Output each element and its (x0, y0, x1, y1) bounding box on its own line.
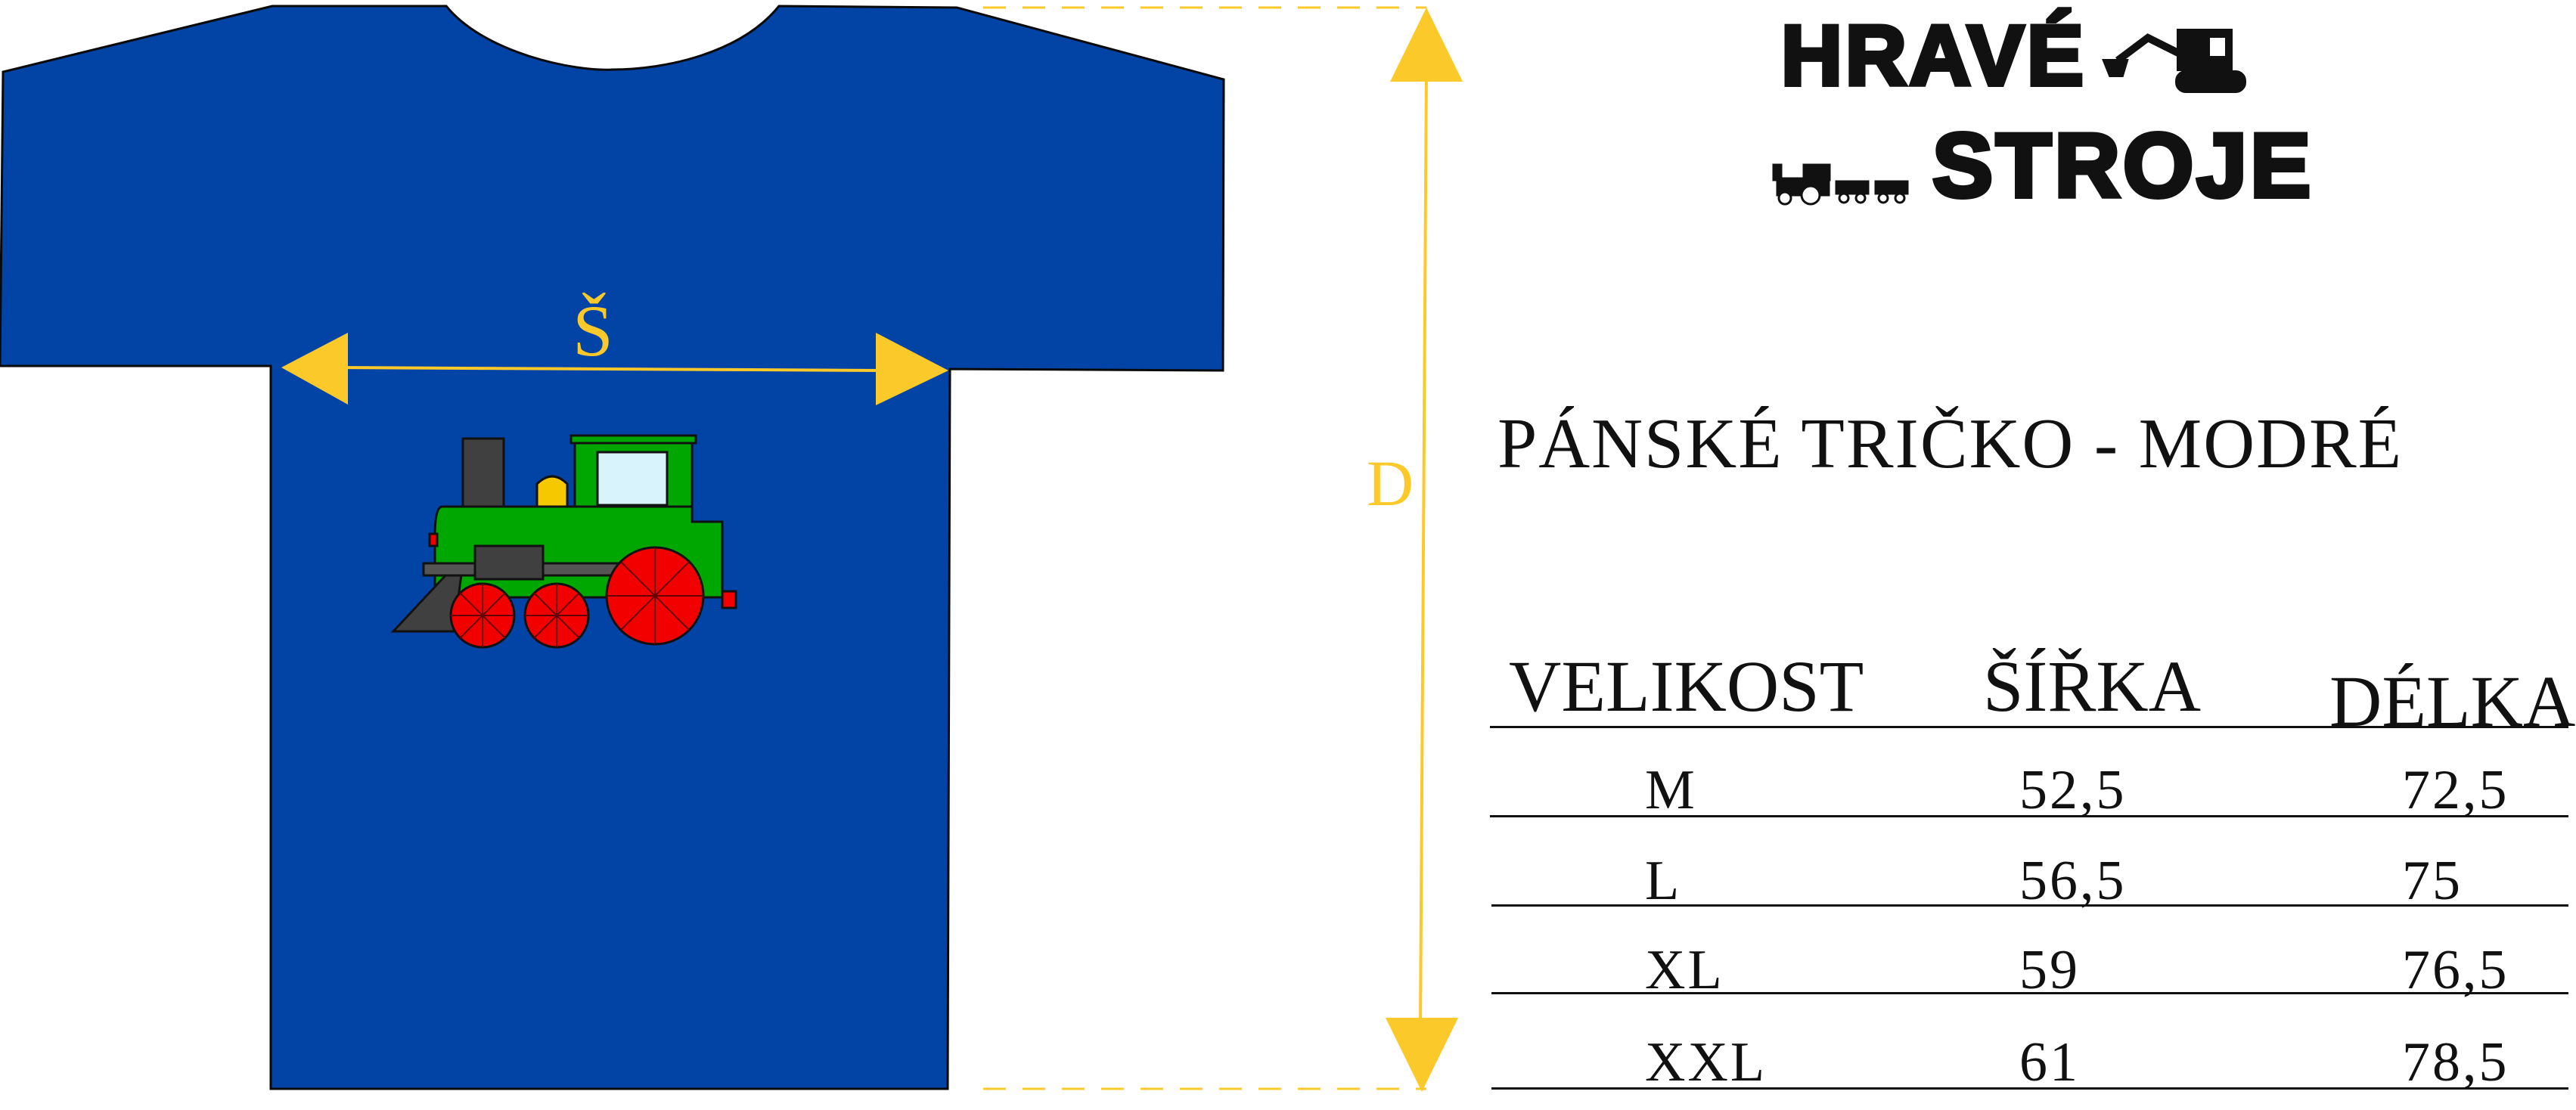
excavator-icon (2102, 29, 2246, 93)
width-value: 59 (2019, 939, 2080, 1001)
table-row: XXL 61 78,5 (1490, 1034, 2576, 1110)
size-value: L (1645, 850, 1682, 912)
length-label: D (1367, 447, 1414, 519)
header-rule (1490, 726, 2568, 728)
brand-line-2: STROJE (1932, 115, 2314, 216)
header-size: VELIKOST (1509, 646, 1864, 727)
locomotive-print (390, 434, 737, 649)
train-icon (1772, 163, 1909, 206)
width-value: 61 (2019, 1031, 2080, 1093)
row-rule (1491, 1087, 2568, 1090)
length-value: 76,5 (2402, 939, 2509, 1001)
length-value: 75 (2402, 850, 2463, 912)
table-row: L 56,5 75 (1490, 853, 2576, 929)
product-title: PÁNSKÉ TRIČKO - MODRÉ (1497, 405, 2404, 483)
brand-line-1: HRAVÉ (1781, 8, 2087, 103)
width-label: Š (573, 290, 613, 371)
row-rule (1490, 815, 2568, 817)
length-measure-arrow (983, 6, 1463, 1092)
length-value: 78,5 (2402, 1031, 2509, 1093)
table-row: M 52,5 72,5 (1490, 762, 2576, 838)
length-value: 72,5 (2402, 759, 2509, 821)
header-length: DÉLKA (2329, 661, 2576, 742)
row-rule (1491, 992, 2568, 994)
width-value: 52,5 (2019, 759, 2127, 821)
size-value: XL (1645, 939, 1724, 1001)
table-row: XL 59 76,5 (1490, 942, 2576, 1018)
brand-logo: HRAVÉ STROJE (1772, 6, 2314, 219)
header-width: ŠÍŘKA (1983, 646, 2202, 727)
width-value: 56,5 (2019, 850, 2127, 912)
width-measure-arrow (281, 333, 948, 405)
size-value: M (1645, 759, 1697, 821)
row-rule (1491, 904, 2568, 907)
size-value: XXL (1645, 1031, 1768, 1093)
